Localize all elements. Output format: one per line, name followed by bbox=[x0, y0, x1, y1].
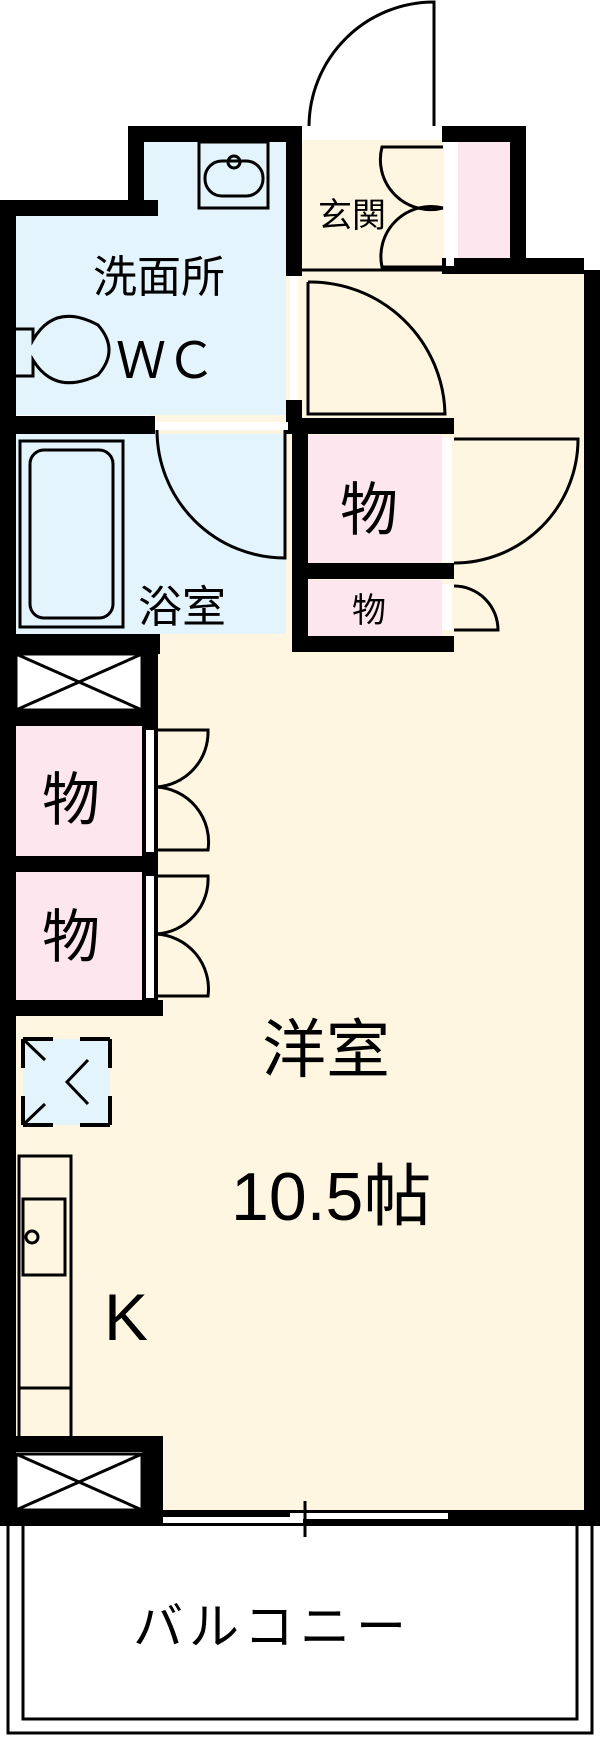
closet-2-door-swing-icon bbox=[155, 874, 210, 998]
wc-label: ＷＣ bbox=[116, 333, 216, 389]
western-room-label: 洋室 bbox=[262, 1014, 390, 1088]
storage-large-floor bbox=[308, 435, 442, 563]
bath-door-opening bbox=[155, 422, 288, 430]
balcony-outline bbox=[6, 1526, 594, 1735]
walls bbox=[0, 126, 600, 1526]
entrance-label: 玄関 bbox=[318, 196, 386, 236]
shoe-cabinet-door-swing-icon bbox=[378, 145, 444, 269]
storage-small-floor bbox=[308, 580, 442, 636]
front-door-swing-icon bbox=[307, 0, 436, 127]
toilet-icon bbox=[16, 314, 111, 385]
front-door-threshold bbox=[306, 130, 434, 140]
closet-2-floor bbox=[16, 872, 142, 1002]
closet-2-door-strip bbox=[146, 876, 154, 998]
western-room-size: 10.5帖 bbox=[231, 1159, 431, 1235]
pipe-shaft-top-icon bbox=[14, 652, 144, 712]
closet-1-floor bbox=[16, 726, 142, 856]
storage-large-label: 物 bbox=[340, 476, 398, 544]
appliance-space-icon bbox=[21, 1037, 112, 1127]
kitchen-sink-icon bbox=[21, 1197, 67, 1277]
storage-small-door-strip bbox=[442, 584, 452, 630]
storage-large-door-swing-icon bbox=[453, 437, 580, 565]
closet-2-label: 物 bbox=[42, 903, 100, 971]
closet-1-door-swing-icon bbox=[155, 728, 211, 852]
washroom-label: 洗面所 bbox=[93, 252, 225, 303]
washroom-door-jamb bbox=[290, 276, 298, 400]
kitchen-faucet-icon bbox=[24, 1229, 40, 1245]
washbasin-icon bbox=[197, 140, 270, 210]
pipe-shaft-bottom-icon bbox=[14, 1452, 144, 1512]
storage-small-label: 物 bbox=[352, 591, 386, 631]
storage-small-door-swing-icon bbox=[453, 584, 500, 632]
balcony-window-pane-left bbox=[163, 1517, 303, 1523]
closet-1-label: 物 bbox=[42, 766, 100, 834]
bathroom-floor bbox=[16, 434, 286, 634]
balcony-window-pane-right bbox=[290, 1513, 448, 1519]
room-door-swing-icon bbox=[306, 280, 447, 416]
shoe-cabinet-floor bbox=[458, 141, 510, 269]
kitchen-counter-icon bbox=[17, 1154, 73, 1440]
bathroom-label: 浴室 bbox=[138, 582, 226, 633]
kitchen-label: K bbox=[104, 1280, 148, 1354]
bathtub-icon bbox=[18, 439, 125, 629]
closet-1-door-strip bbox=[146, 730, 154, 852]
bath-door-swing-icon bbox=[155, 429, 287, 560]
entrance-floor bbox=[296, 140, 444, 420]
balcony-label: バルコニー bbox=[133, 1598, 412, 1656]
storage-large-door-strip bbox=[442, 438, 452, 562]
shoe-cabinet-door-strip bbox=[446, 146, 454, 266]
